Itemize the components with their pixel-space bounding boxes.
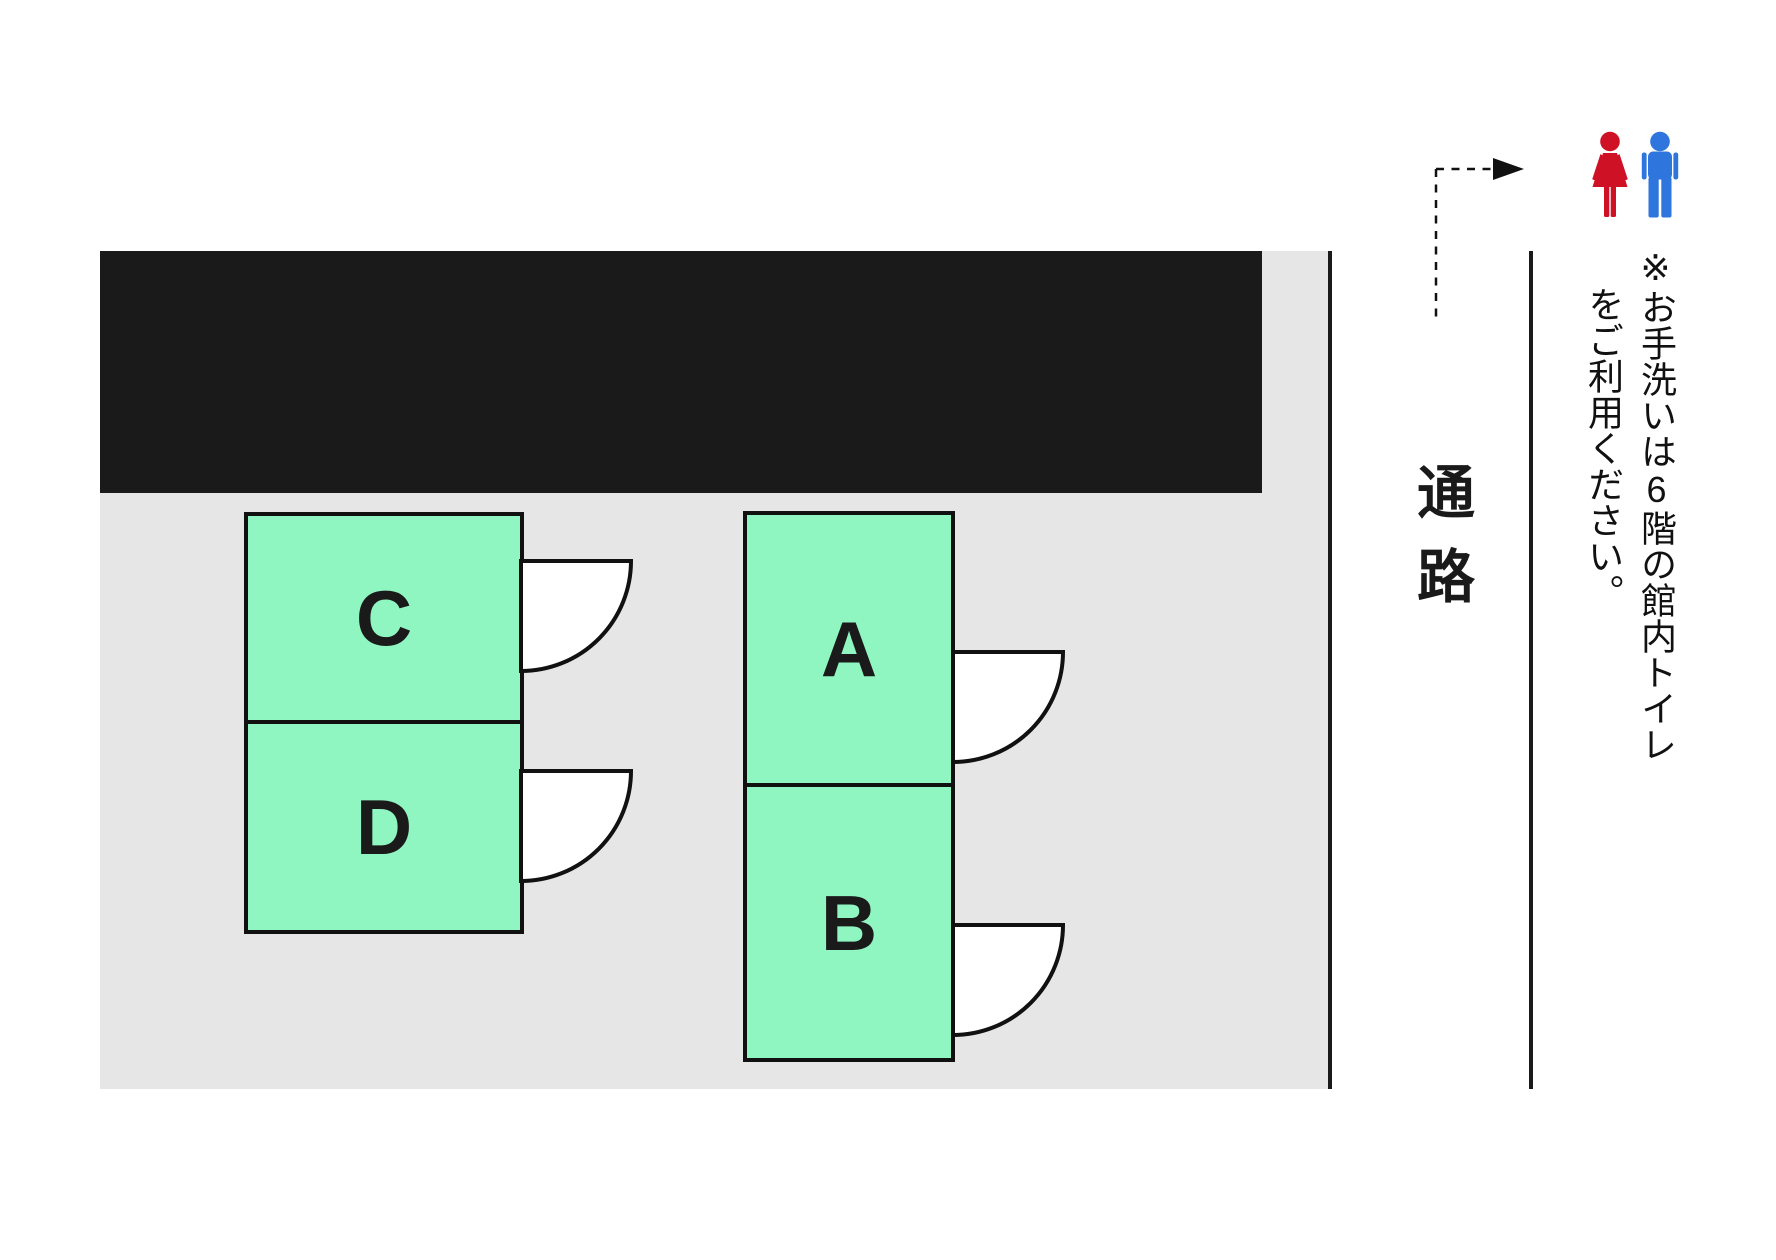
room-a: A [743, 511, 955, 787]
arrowhead-icon [1493, 158, 1524, 180]
room-a-label: A [820, 605, 878, 693]
room-b: B [743, 783, 955, 1062]
room-b-label: B [820, 878, 878, 967]
door-arc-d [519, 769, 634, 884]
door-arc-a [951, 650, 1066, 765]
corridor-label: 通路 [1408, 462, 1473, 630]
corridor-boundary-line [1529, 251, 1533, 1089]
building-wall [100, 251, 1262, 493]
restroom-direction-arrow [1434, 158, 1524, 323]
door-arc-b [951, 923, 1066, 1038]
room-d-label: D [355, 783, 413, 871]
restroom-icons [1592, 131, 1679, 218]
male-icon [1641, 131, 1679, 218]
room-d: D [244, 720, 524, 934]
female-icon [1592, 131, 1628, 217]
door-arc-c [519, 559, 634, 674]
room-c: C [244, 512, 524, 724]
restroom-note-line1: ※お手洗いは6階の館内トイレ [1636, 248, 1677, 762]
room-c-label: C [355, 574, 413, 662]
restroom-note-line2: をご利用ください。 [1583, 286, 1624, 610]
